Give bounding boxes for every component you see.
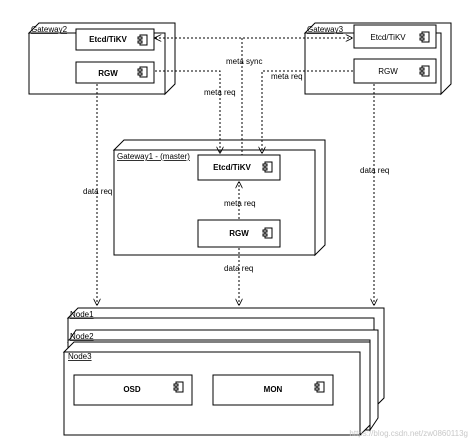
data-req-left-label: data req [83,187,112,196]
gateway1-node: Gateway1 - (master) Etcd/TiKV RGW [112,139,326,257]
gateway1-rgw-component: RGW [197,219,281,248]
gateway3-etcd-label: Etcd/TiKV [370,33,406,42]
gateway3-title: Gateway3 [307,25,344,34]
meta-req-left-edge [155,70,220,153]
gateway1-etcd-label: Etcd/TiKV [213,163,251,172]
meta-req-left-label: meta req [204,88,236,97]
gateway2-etcd-component: Etcd/TiKV [75,28,155,51]
meta-sync-label: meta sync [226,57,262,66]
osd-label: OSD [123,385,141,394]
meta-req-right-label: meta req [271,72,303,81]
gateway3-etcd-component: Etcd/TiKV [353,24,437,49]
node3-box: Node3 OSD MON [62,341,371,437]
meta-req-center-label: meta req [224,199,256,208]
osd-component: OSD [73,374,193,406]
gateway2-node: Gateway2 Etcd/TiKV RGW [27,22,176,96]
gateway2-title: Gateway2 [31,25,68,34]
data-req-right-label: data req [360,166,389,175]
gateway2-etcd-label: Etcd/TiKV [89,35,127,44]
node2-title: Node2 [70,332,94,341]
gateway2-rgw-component: RGW [75,61,155,84]
gateway1-etcd-component: Etcd/TiKV [197,154,281,181]
gateway1-rgw-label: RGW [229,229,249,238]
component-icon [419,31,430,43]
component-icon [262,161,273,173]
gateway2-rgw-label: RGW [98,69,118,78]
data-req-center-label: data req [224,264,253,273]
mon-component: MON [212,374,334,406]
gateway3-rgw-label: RGW [378,67,398,76]
component-icon [419,65,430,77]
mon-label: MON [264,385,283,394]
component-icon [137,66,148,78]
component-icon [262,227,273,239]
gateway3-rgw-component: RGW [353,58,437,84]
gateway3-node: Gateway3 Etcd/TiKV RGW [303,22,452,96]
gateway1-title: Gateway1 - (master) [117,152,190,161]
watermark: https://blog.csdn.net/zw0860113g [349,429,468,438]
node1-title: Node1 [70,310,94,319]
component-icon [314,381,325,393]
component-icon [173,381,184,393]
component-icon [137,34,148,46]
meta-req-right-edge [262,70,353,153]
node3-title: Node3 [68,352,92,361]
